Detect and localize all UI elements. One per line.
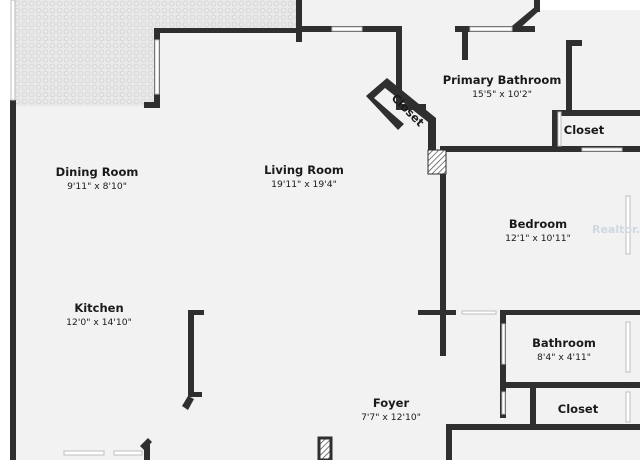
floor [16, 0, 640, 460]
hatched-post [317, 436, 333, 460]
room-bedroom: Bedroom 12'1" x 10'11" [505, 217, 571, 244]
room-living: Living Room 19'11" x 19'4" [264, 163, 344, 190]
room-name: Foyer [373, 396, 410, 410]
hatched-shaft [427, 149, 447, 175]
watermark: Realtor.co [592, 223, 640, 236]
room-name: Kitchen [74, 301, 123, 315]
room-dimensions: 12'1" x 10'11" [505, 233, 571, 244]
room-name: Living Room [264, 163, 344, 177]
room-name: Primary Bathroom [443, 73, 562, 87]
room-dimensions: 9'11" x 8'10" [67, 181, 127, 192]
room-kitchen: Kitchen 12'0" x 14'10" [66, 301, 132, 328]
room-name: Closet [558, 402, 599, 416]
room-name: Bedroom [509, 217, 567, 231]
room-dimensions: 12'0" x 14'10" [66, 317, 132, 328]
room-dimensions: 19'11" x 19'4" [271, 179, 337, 190]
room-closet-bottom: Closet [558, 402, 599, 416]
room-primary-bathroom: Primary Bathroom 15'5" x 10'2" [443, 73, 562, 100]
room-dimensions: 8'4" x 4'11" [537, 352, 591, 363]
room-name: Bathroom [532, 336, 596, 350]
room-name: Dining Room [56, 165, 139, 179]
room-foyer: Foyer 7'7" x 12'10" [361, 396, 421, 423]
room-closet-top: Closet [564, 123, 605, 137]
room-dimensions: 7'7" x 12'10" [361, 412, 421, 423]
room-bathroom: Bathroom 8'4" x 4'11" [532, 336, 596, 363]
windows [10, 0, 631, 456]
room-name: Closet [564, 123, 605, 137]
room-dimensions: 15'5" x 10'2" [472, 89, 532, 100]
room-dining: Dining Room 9'11" x 8'10" [56, 165, 139, 192]
